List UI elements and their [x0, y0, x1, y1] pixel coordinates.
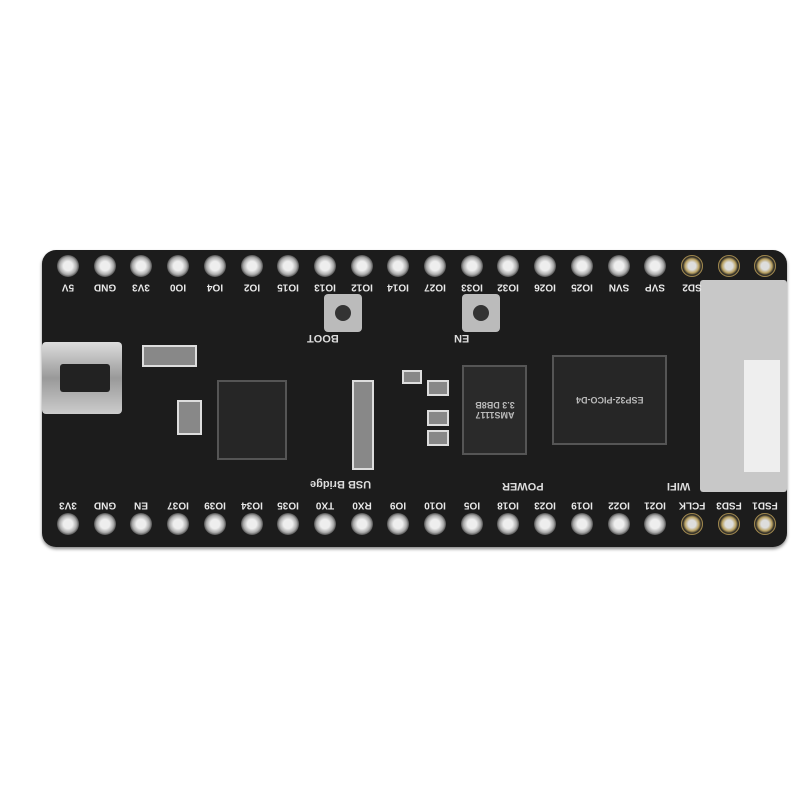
smd-component	[142, 345, 197, 367]
smd-component	[402, 370, 422, 384]
bottom-pin-label: IO9	[390, 499, 407, 511]
top-pin	[424, 255, 446, 277]
top-pin-label: IO33	[460, 281, 483, 293]
top-pin-label: IO2	[243, 281, 260, 293]
boot-label: BOOT	[307, 332, 339, 344]
bottom-pin-label: IO19	[570, 499, 593, 511]
bottom-pin	[387, 513, 410, 535]
bottom-pin	[460, 513, 483, 535]
bottom-pin	[240, 513, 263, 535]
top-pin-label: IO15	[277, 281, 300, 293]
wifi-antenna	[700, 280, 787, 492]
top-pin	[607, 255, 630, 277]
bottom-pin	[167, 513, 190, 535]
bottom-pin	[350, 513, 373, 535]
top-pin-label: IO12	[350, 281, 373, 293]
bottom-pin	[644, 513, 667, 535]
bottom-pin-label: IO34	[240, 499, 263, 511]
bottom-pin	[717, 513, 740, 535]
bottom-pin	[497, 513, 520, 535]
top-pin	[240, 255, 263, 277]
boot-button[interactable]	[324, 294, 362, 332]
top-pin-label: GND	[93, 281, 116, 293]
power-label: POWER	[502, 480, 544, 492]
bottom-pin-label: IO23	[534, 499, 556, 511]
bottom-pin-label: TX0	[315, 499, 335, 511]
top-pin	[130, 255, 153, 277]
bottom-pin-label: IO18	[497, 499, 520, 511]
bottom-pin-label: IO37	[167, 499, 189, 511]
top-pin	[350, 255, 373, 277]
bottom-pin	[680, 513, 703, 535]
top-pin	[460, 255, 483, 277]
bottom-pin-label: RX0	[351, 499, 372, 511]
bottom-pin	[313, 513, 336, 535]
bottom-pin	[93, 513, 116, 535]
bottom-pin-label: FCLK	[678, 499, 706, 511]
top-pin	[167, 255, 190, 277]
top-pin-label: IO32	[497, 281, 520, 293]
top-pin	[570, 255, 593, 277]
bottom-pin-label: GND	[93, 499, 116, 511]
smd-component	[177, 400, 202, 435]
bottom-pin-label: IO35	[277, 499, 300, 511]
en-label: EN	[454, 332, 470, 344]
top-pin-label: 3V3	[132, 281, 151, 293]
top-pin	[680, 255, 703, 277]
bottom-pin-label: EN	[134, 499, 149, 511]
top-pin-label: IO27	[424, 281, 446, 293]
bottom-pin	[57, 513, 79, 535]
bottom-pin	[754, 513, 777, 535]
esp32-chip: ESP32-PICO-D4	[552, 355, 667, 445]
top-pin-label: SVP	[645, 281, 666, 293]
smd-component	[427, 380, 449, 396]
bottom-pin	[424, 513, 446, 535]
bottom-pin	[130, 513, 153, 535]
bottom-pin-label: IO10	[424, 499, 446, 511]
top-pin-label: IO0	[170, 281, 187, 293]
bottom-pin	[277, 513, 300, 535]
micro-usb-port	[42, 342, 122, 414]
smd-component	[427, 430, 449, 446]
top-pin-label: IO25	[570, 281, 593, 293]
top-pin-label: SD2	[682, 281, 702, 293]
top-pin	[387, 255, 410, 277]
top-pin-label: 5V	[61, 281, 75, 293]
bottom-pin-label: IO22	[607, 499, 630, 511]
smd-component	[427, 410, 449, 426]
top-pin	[203, 255, 226, 277]
top-pin	[57, 255, 79, 277]
top-pin	[497, 255, 520, 277]
top-pin	[313, 255, 336, 277]
top-pin	[717, 255, 740, 277]
top-pin	[277, 255, 300, 277]
top-pin	[93, 255, 116, 277]
bottom-pin	[570, 513, 593, 535]
bottom-pin-label: FSD3	[715, 499, 742, 511]
en-button[interactable]	[462, 294, 500, 332]
top-pin	[534, 255, 557, 277]
bottom-pin	[607, 513, 630, 535]
usb-bridge-label: USB Bridge	[310, 478, 372, 490]
bottom-pin-label: FSD1	[752, 499, 779, 511]
bottom-pin-label: 3V3	[59, 499, 77, 511]
wifi-label: WIFI	[667, 480, 691, 492]
usb-bridge-chip	[217, 380, 287, 460]
bottom-pin-label: IO39	[203, 499, 226, 511]
top-pin	[644, 255, 667, 277]
top-pin-label: IO14	[387, 281, 410, 293]
bottom-pin	[534, 513, 557, 535]
top-pin-label: SVN	[608, 281, 629, 293]
esp32-board: AMS1117 3.3 DB8B ESP32-PICO-D4 BOOT EN U…	[42, 250, 787, 547]
bottom-pin-label: IO21	[644, 499, 667, 511]
top-pin-label: IO4	[206, 281, 223, 293]
bottom-pin	[203, 513, 226, 535]
regulator-chip: AMS1117 3.3 DB8B	[462, 365, 527, 455]
top-pin-label: IO13	[314, 281, 336, 293]
bottom-pin-label: IO5	[463, 499, 480, 511]
top-pin-label: IO26	[534, 281, 556, 293]
top-pin	[754, 255, 777, 277]
smd-component	[352, 380, 374, 470]
